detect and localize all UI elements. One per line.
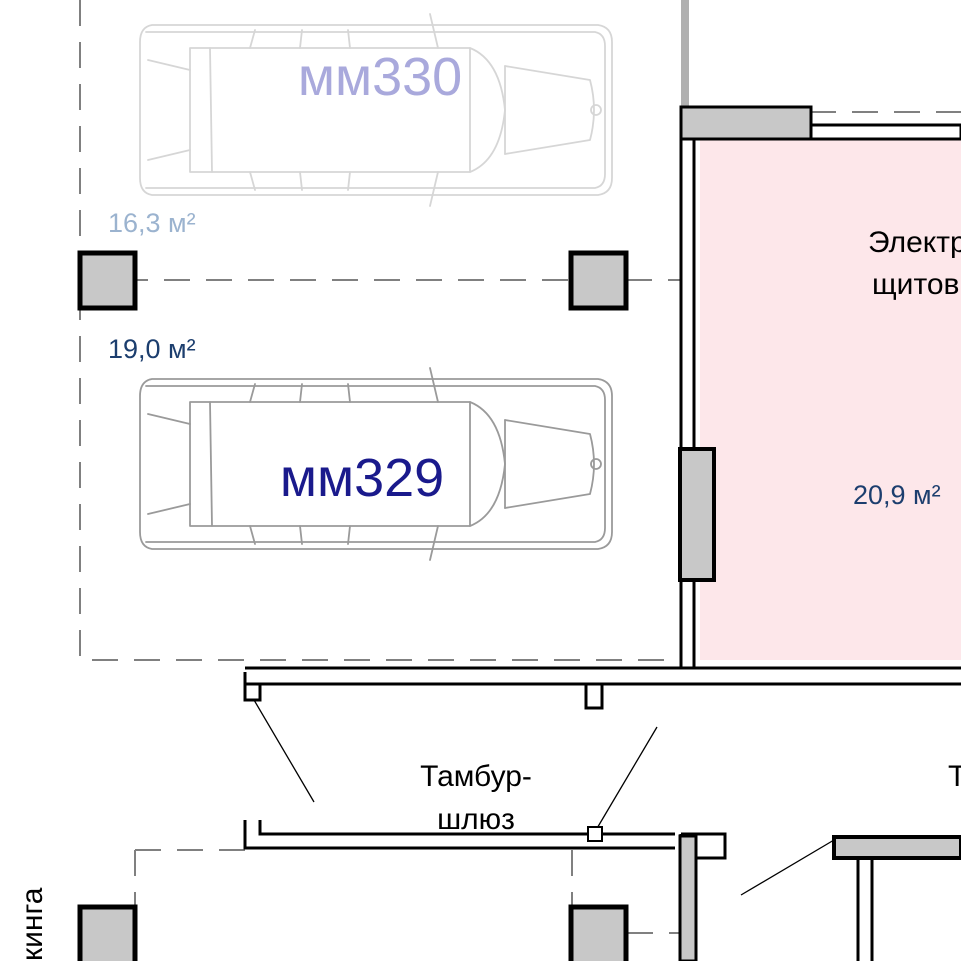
spot-area-mm329: 19,0 м² bbox=[108, 334, 196, 364]
electrical-room-fill bbox=[700, 140, 961, 660]
door-swings bbox=[253, 699, 835, 896]
column bbox=[77, 904, 138, 961]
columns bbox=[77, 250, 629, 961]
column bbox=[568, 904, 629, 961]
column bbox=[568, 250, 629, 311]
electrical-room-name-line1: Электр bbox=[868, 226, 961, 259]
electrical-room-name-line2: щитов bbox=[872, 268, 959, 301]
wall-pier-bottom-left bbox=[678, 834, 698, 961]
spot-code-mm330: мм330 bbox=[298, 47, 462, 107]
edge-label: кинга bbox=[16, 887, 49, 961]
wall-segment-top-left bbox=[681, 0, 689, 108]
column bbox=[77, 250, 138, 311]
spot-code-mm329: мм329 bbox=[280, 448, 444, 508]
spot-area-mm330: 16,3 м² bbox=[108, 208, 196, 238]
wall-pier-side bbox=[678, 447, 716, 582]
room-label-partial: Т bbox=[948, 760, 961, 793]
car-outline-faded bbox=[139, 13, 613, 207]
vestibule-name-line2: шлюз bbox=[437, 803, 515, 836]
wall-pier-top bbox=[679, 105, 813, 141]
electrical-room-area: 20,9 м² bbox=[853, 480, 941, 510]
door-hinge bbox=[587, 826, 603, 842]
vestibule-name-line1: Тамбур- bbox=[420, 760, 532, 793]
wall-pier-bottom bbox=[832, 835, 961, 860]
